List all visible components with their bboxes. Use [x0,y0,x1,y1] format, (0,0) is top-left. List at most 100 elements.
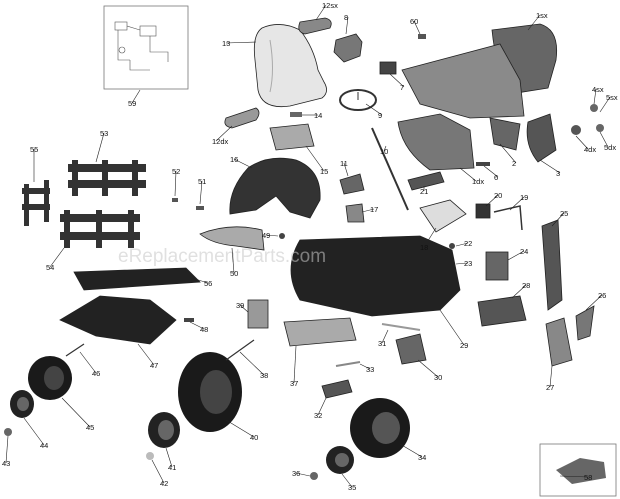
callout-label-30: 30 [434,373,442,382]
fender-16 [229,157,321,219]
inset-58 [539,443,617,497]
part-37 [283,317,357,347]
leader-line-30 [417,359,439,378]
leader-line-26 [585,294,603,311]
leader-line-6 [483,165,499,178]
part-30 [395,333,427,365]
leader-line-5sx [599,96,611,113]
part-33 [335,361,361,367]
watermark-text: eReplacementParts.com [118,246,326,267]
leader-line-42 [151,459,165,484]
callout-label-11: 11 [340,159,348,168]
callout-label-25: 25 [560,209,568,218]
callout-label-37: 37 [290,379,298,388]
part-49 [279,233,285,239]
leader-line-12dx [215,125,233,142]
callout-label-38: 38 [260,371,268,380]
leader-line-24 [507,250,525,261]
callout-label-58: 58 [584,473,592,482]
callout-label-41: 41 [168,463,176,472]
callout-label-43: 43 [2,459,10,468]
axle-38 [225,339,255,361]
trailer-bed-56 [73,267,201,291]
leader-line-13 [225,41,257,44]
callout-label-5sx: 5sx [606,93,618,102]
wheel-34 [350,398,410,458]
callout-label-53: 53 [100,129,108,138]
side-panel-1dx [397,113,475,171]
leader-line-32 [317,397,327,416]
leader-line-59 [131,89,141,104]
leader-line-35 [341,473,353,488]
part-27 [545,317,573,367]
callout-label-7: 7 [400,83,404,92]
part-21 [407,171,445,191]
callout-label-39: 39 [236,301,244,310]
callout-label-40: 40 [250,433,258,442]
leader-line-40 [225,419,255,438]
leader-line-49 [265,234,279,237]
callout-label-47: 47 [150,361,158,370]
part-18 [419,199,467,233]
leader-line-53 [95,132,105,163]
leader-line-56 [191,277,209,284]
leader-line-22 [455,242,469,247]
callout-label-50: 50 [230,269,238,278]
callout-label-60: 60 [410,17,418,26]
fender-50 [199,226,265,251]
leader-line-60 [413,20,421,35]
dash-15 [269,123,315,151]
fence-53 [68,160,146,196]
part-51 [196,206,204,210]
callout-label-17: 17 [370,205,378,214]
leader-line-34 [399,443,423,458]
callout-label-52: 52 [172,167,180,176]
callout-label-26: 26 [598,291,606,300]
leader-line-12sx [315,4,327,21]
part-11 [339,173,365,195]
leader-line-2 [499,143,517,164]
leader-line-19 [509,196,525,211]
leader-line-48 [189,321,205,330]
callout-label-19: 19 [520,193,528,202]
leader-line-28 [511,284,527,299]
bracket-19 [493,205,523,231]
leader-line-15 [305,145,325,172]
armrest-12sx [298,17,332,35]
leader-line-8 [345,16,349,35]
part-7 [379,61,397,75]
leader-line-43 [5,435,9,464]
leader-line-17 [361,208,375,213]
leader-line-31 [381,329,389,344]
wheel-40 [178,352,242,432]
leader-line-16 [233,158,253,169]
callout-label-22: 22 [464,239,472,248]
callout-label-14: 14 [314,111,322,120]
callout-label-59: 59 [128,99,136,108]
callout-label-24: 24 [520,247,528,256]
callout-label-13: 13 [222,39,230,48]
part-14 [290,112,302,117]
motor-39 [247,299,269,329]
callout-label-4sx: 4sx [592,85,604,94]
trailer-frame-47 [59,295,177,345]
seat-13 [253,24,327,108]
callout-label-54: 54 [46,263,54,272]
steering-wheel-9 [339,89,377,111]
leader-line-25 [551,212,565,227]
fence-54 [60,210,140,248]
leader-line-1sx [527,14,541,31]
leader-line-10 [383,145,387,152]
leader-line-4sx [593,88,597,105]
callout-label-23: 23 [464,259,472,268]
callout-label-2: 2 [512,159,516,168]
pin-48 [184,318,194,322]
wheel-45 [28,356,72,400]
callout-label-5dx: 5dx [604,143,616,152]
armrest-12dx [224,107,260,129]
callout-label-9: 9 [378,111,382,120]
leader-line-7 [389,73,405,88]
leader-line-18 [423,227,437,248]
part-20 [475,203,491,219]
leader-line-51 [199,180,203,205]
